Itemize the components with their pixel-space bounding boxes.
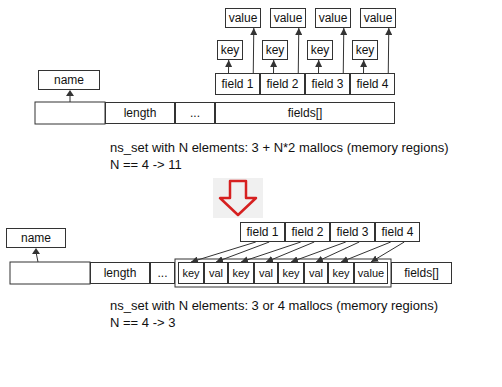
pointer-head	[66, 90, 74, 96]
box-text: field 2	[266, 78, 298, 90]
value-box: value	[225, 8, 261, 28]
box-text: field 4	[356, 78, 388, 90]
box-text: ...	[157, 267, 167, 279]
pointer-arrow	[318, 60, 319, 73]
box-text: key	[266, 44, 285, 56]
pointer-cell	[35, 102, 105, 124]
caption-note: ns_set with N elements: 3 + N*2 mallocs …	[110, 140, 448, 156]
caption-note: N == 4 -> 3	[110, 315, 175, 331]
pointer-arrow	[363, 60, 364, 73]
box-text: key	[182, 268, 199, 279]
field-box: field 2	[285, 222, 330, 242]
pointer-arrow	[341, 242, 391, 262]
box-text: value	[229, 12, 258, 24]
fields-cell: fields[]	[215, 102, 395, 124]
pointer-arrow	[253, 28, 255, 73]
key-cell: key	[328, 262, 354, 284]
down-arrow	[220, 181, 256, 215]
box-text: ...	[190, 107, 200, 119]
caption-note: N == 4 -> 11	[110, 157, 182, 173]
key-box: key	[262, 40, 288, 60]
pointer-arrow	[216, 242, 269, 262]
box-text: fields[]	[288, 107, 323, 119]
box-text: key	[332, 268, 349, 279]
box-text: key	[356, 44, 375, 56]
field-box: field 4	[350, 73, 395, 95]
value-box: value	[270, 8, 306, 28]
pointer-arrow	[371, 242, 404, 262]
key-box: key	[307, 40, 333, 60]
box-text: length	[124, 107, 157, 119]
box-text: key	[282, 268, 299, 279]
pointer-arrow	[316, 242, 359, 262]
box-text: fields[]	[404, 267, 439, 279]
value-cell: val	[304, 262, 328, 284]
box-text: value	[364, 12, 393, 24]
field-box: field 4	[375, 222, 420, 242]
box-text: length	[104, 267, 137, 279]
value-cell: val	[254, 262, 278, 284]
pointer-arrow	[266, 242, 314, 262]
box-text: field 4	[381, 226, 413, 238]
field-box: field 1	[215, 73, 260, 95]
pointer-cell	[10, 262, 90, 284]
box-text: value	[319, 12, 348, 24]
pointer-arrow	[273, 60, 274, 73]
key-cell: key	[278, 262, 304, 284]
value-box: value	[315, 8, 351, 28]
key-cell: key	[228, 262, 254, 284]
box-text: name	[21, 232, 51, 244]
box-text: field 1	[246, 226, 278, 238]
pointer-arrow	[343, 28, 345, 73]
field-box: field 1	[240, 222, 285, 242]
arrow-ground	[213, 178, 263, 218]
fields-cell: fields[]	[391, 262, 452, 284]
length-cell: length	[105, 102, 175, 124]
box-text: field 3	[336, 226, 368, 238]
caption-note: ns_set with N elements: 3 or 4 mallocs (…	[110, 298, 438, 314]
box-text: field 2	[291, 226, 323, 238]
ellipsis-cell: ...	[150, 262, 175, 284]
value-cell: value	[354, 262, 388, 284]
key-cell: key	[178, 262, 204, 284]
box-text: key	[311, 44, 330, 56]
name-box: name	[38, 70, 100, 90]
pointer-arrow	[298, 28, 300, 73]
box-text: field 1	[221, 78, 253, 90]
pointer-head	[32, 248, 40, 254]
key-box: key	[217, 40, 243, 60]
box-text: value	[358, 268, 384, 279]
field-box: field 3	[330, 222, 375, 242]
ellipsis-cell: ...	[175, 102, 215, 124]
box-text: val	[209, 268, 223, 279]
box-text: val	[309, 268, 323, 279]
box-text: key	[232, 268, 249, 279]
field-box: field 2	[260, 73, 305, 95]
inline-region	[175, 259, 391, 287]
pointer-arrow	[241, 242, 301, 262]
box-text: value	[274, 12, 303, 24]
box-text: val	[259, 268, 273, 279]
pointer-arrow	[228, 60, 229, 73]
key-box: key	[352, 40, 378, 60]
name-box: name	[6, 228, 66, 248]
pointer-arrow	[388, 28, 390, 73]
field-box: field 3	[305, 73, 350, 95]
box-text: name	[54, 74, 84, 86]
box-text: field 3	[311, 78, 343, 90]
box-text: key	[221, 44, 240, 56]
value-cell: val	[204, 262, 228, 284]
value-box: value	[360, 8, 396, 28]
length-cell: length	[90, 262, 150, 284]
